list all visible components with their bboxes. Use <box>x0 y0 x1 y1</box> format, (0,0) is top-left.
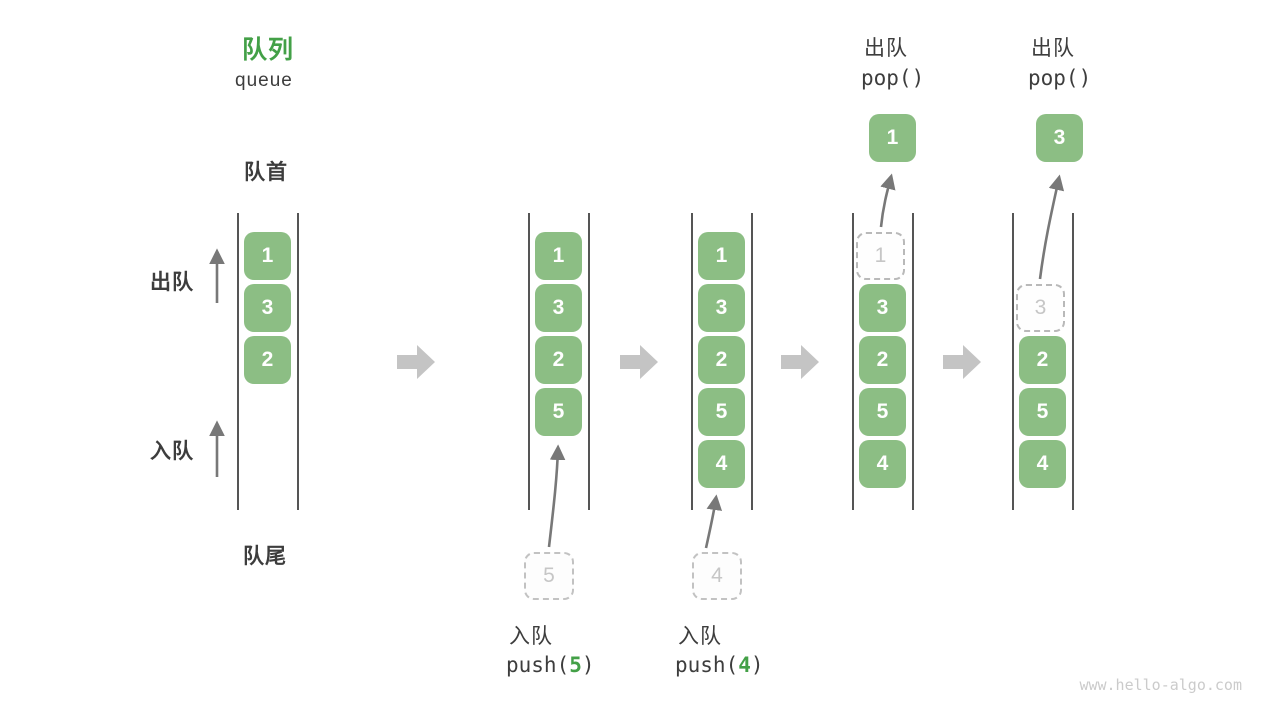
staged-element: 5 <box>524 552 574 600</box>
queue-slot: 1 <box>244 232 291 280</box>
state-transition-arrow <box>620 345 658 379</box>
queue-slot: 3 <box>535 284 582 332</box>
queue-wall-right <box>1072 213 1074 510</box>
popped-element: 3 <box>1036 114 1083 162</box>
label-queue-rear: 队尾 <box>243 545 287 568</box>
queue-slot: 5 <box>698 388 745 436</box>
queue-wall-left <box>528 213 530 510</box>
queue-slot: 3 <box>698 284 745 332</box>
diagram-title-en: queue <box>235 70 293 91</box>
queue-slot: 1 <box>535 232 582 280</box>
queue-slot: 2 <box>698 336 745 384</box>
push-5-arrow <box>547 444 566 548</box>
staged-element: 4 <box>692 552 742 600</box>
popped-element: 1 <box>869 114 916 162</box>
queue-wall-left <box>1012 213 1014 510</box>
pop-caption-zh: 出队 <box>1031 37 1075 60</box>
queue-slot: 1 <box>698 232 745 280</box>
queue-wall-left <box>852 213 854 510</box>
queue-slot: 4 <box>859 440 906 488</box>
state-transition-arrow <box>397 345 435 379</box>
code-prefix: push( <box>506 653 570 677</box>
pop-caption-code: pop() <box>1028 66 1092 90</box>
pop-3-arrow <box>1038 174 1065 280</box>
queue-slot: 5 <box>859 388 906 436</box>
label-enqueue-side: 入队 <box>150 440 194 463</box>
code-suffix: ) <box>750 653 764 677</box>
diagram-title-zh: 队列 <box>242 36 295 64</box>
pop-caption-zh: 出队 <box>864 37 908 60</box>
state-transition-arrow <box>943 345 981 379</box>
queue-wall-left <box>691 213 693 510</box>
pop-caption-code: pop() <box>861 66 925 90</box>
push-4-arrow <box>704 494 723 549</box>
code-prefix: push( <box>675 653 739 677</box>
queue-slot: 3 <box>244 284 291 332</box>
label-queue-front: 队首 <box>244 161 288 184</box>
push-caption-zh: 入队 <box>678 625 722 648</box>
push-caption-code: push(5) <box>506 653 595 677</box>
queue-wall-right <box>297 213 299 510</box>
push-caption-code: push(4) <box>675 653 764 677</box>
queue-slot: 2 <box>535 336 582 384</box>
queue-slot-ghost: 1 <box>856 232 905 280</box>
code-arg: 5 <box>569 653 582 677</box>
queue-slot: 2 <box>1019 336 1066 384</box>
queue-slot: 5 <box>535 388 582 436</box>
queue-slot: 4 <box>1019 440 1066 488</box>
queue-slot: 3 <box>859 284 906 332</box>
queue-slot-ghost: 3 <box>1016 284 1065 332</box>
push-caption-zh: 入队 <box>509 625 553 648</box>
queue-wall-right <box>588 213 590 510</box>
code-suffix: ) <box>581 653 595 677</box>
code-arg: 4 <box>738 653 751 677</box>
queue-wall-right <box>912 213 914 510</box>
queue-slot: 4 <box>698 440 745 488</box>
pop-1-arrow <box>879 173 896 228</box>
queue-slot: 2 <box>859 336 906 384</box>
watermark: www.hello-algo.com <box>1079 676 1242 694</box>
label-dequeue-side: 出队 <box>150 271 194 294</box>
state-transition-arrow <box>781 345 819 379</box>
queue-slot: 2 <box>244 336 291 384</box>
queue-slot: 5 <box>1019 388 1066 436</box>
queue-wall-right <box>751 213 753 510</box>
queue-wall-left <box>237 213 239 510</box>
